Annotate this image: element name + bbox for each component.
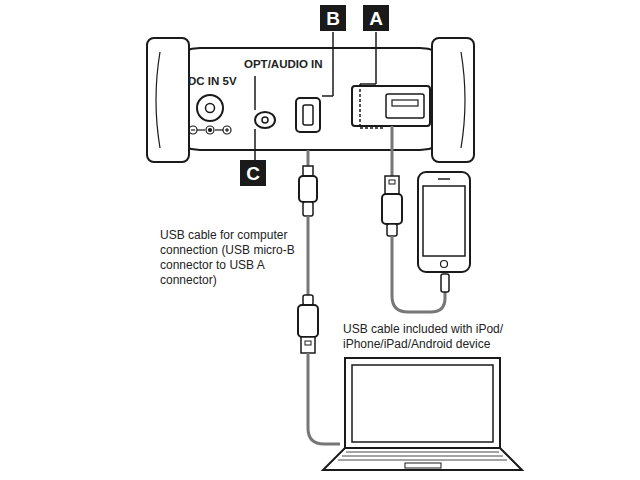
smartphone bbox=[418, 172, 470, 292]
cable-note: USB cable included with iPod/ iPhone/iPa… bbox=[343, 322, 525, 352]
laptop bbox=[323, 358, 522, 470]
usb-a-plug bbox=[298, 295, 318, 353]
callout-box: A bbox=[363, 5, 389, 31]
optical-port bbox=[255, 112, 275, 128]
port-name: OPT/AUDIO IN bbox=[244, 57, 323, 72]
dc-jack bbox=[197, 95, 223, 121]
micro-b-plug bbox=[299, 166, 317, 216]
callout-letter: C bbox=[246, 164, 260, 183]
micro-usb-port bbox=[296, 98, 320, 132]
port-name: DC IN 5V bbox=[188, 74, 237, 89]
right-bumper bbox=[432, 38, 474, 162]
callout-box: B bbox=[320, 5, 346, 31]
device-body bbox=[160, 48, 460, 150]
callout-letter: A bbox=[369, 9, 383, 28]
callout-box: C bbox=[240, 160, 266, 186]
leader-lines bbox=[255, 32, 384, 160]
cable-note: USB cable for computer connection (USB m… bbox=[160, 228, 308, 288]
usb-a-port bbox=[352, 86, 430, 126]
callout-letter: B bbox=[326, 9, 340, 28]
left-bumper bbox=[147, 38, 189, 162]
usb-a-plug bbox=[382, 176, 402, 236]
polarity-symbol bbox=[189, 126, 231, 134]
